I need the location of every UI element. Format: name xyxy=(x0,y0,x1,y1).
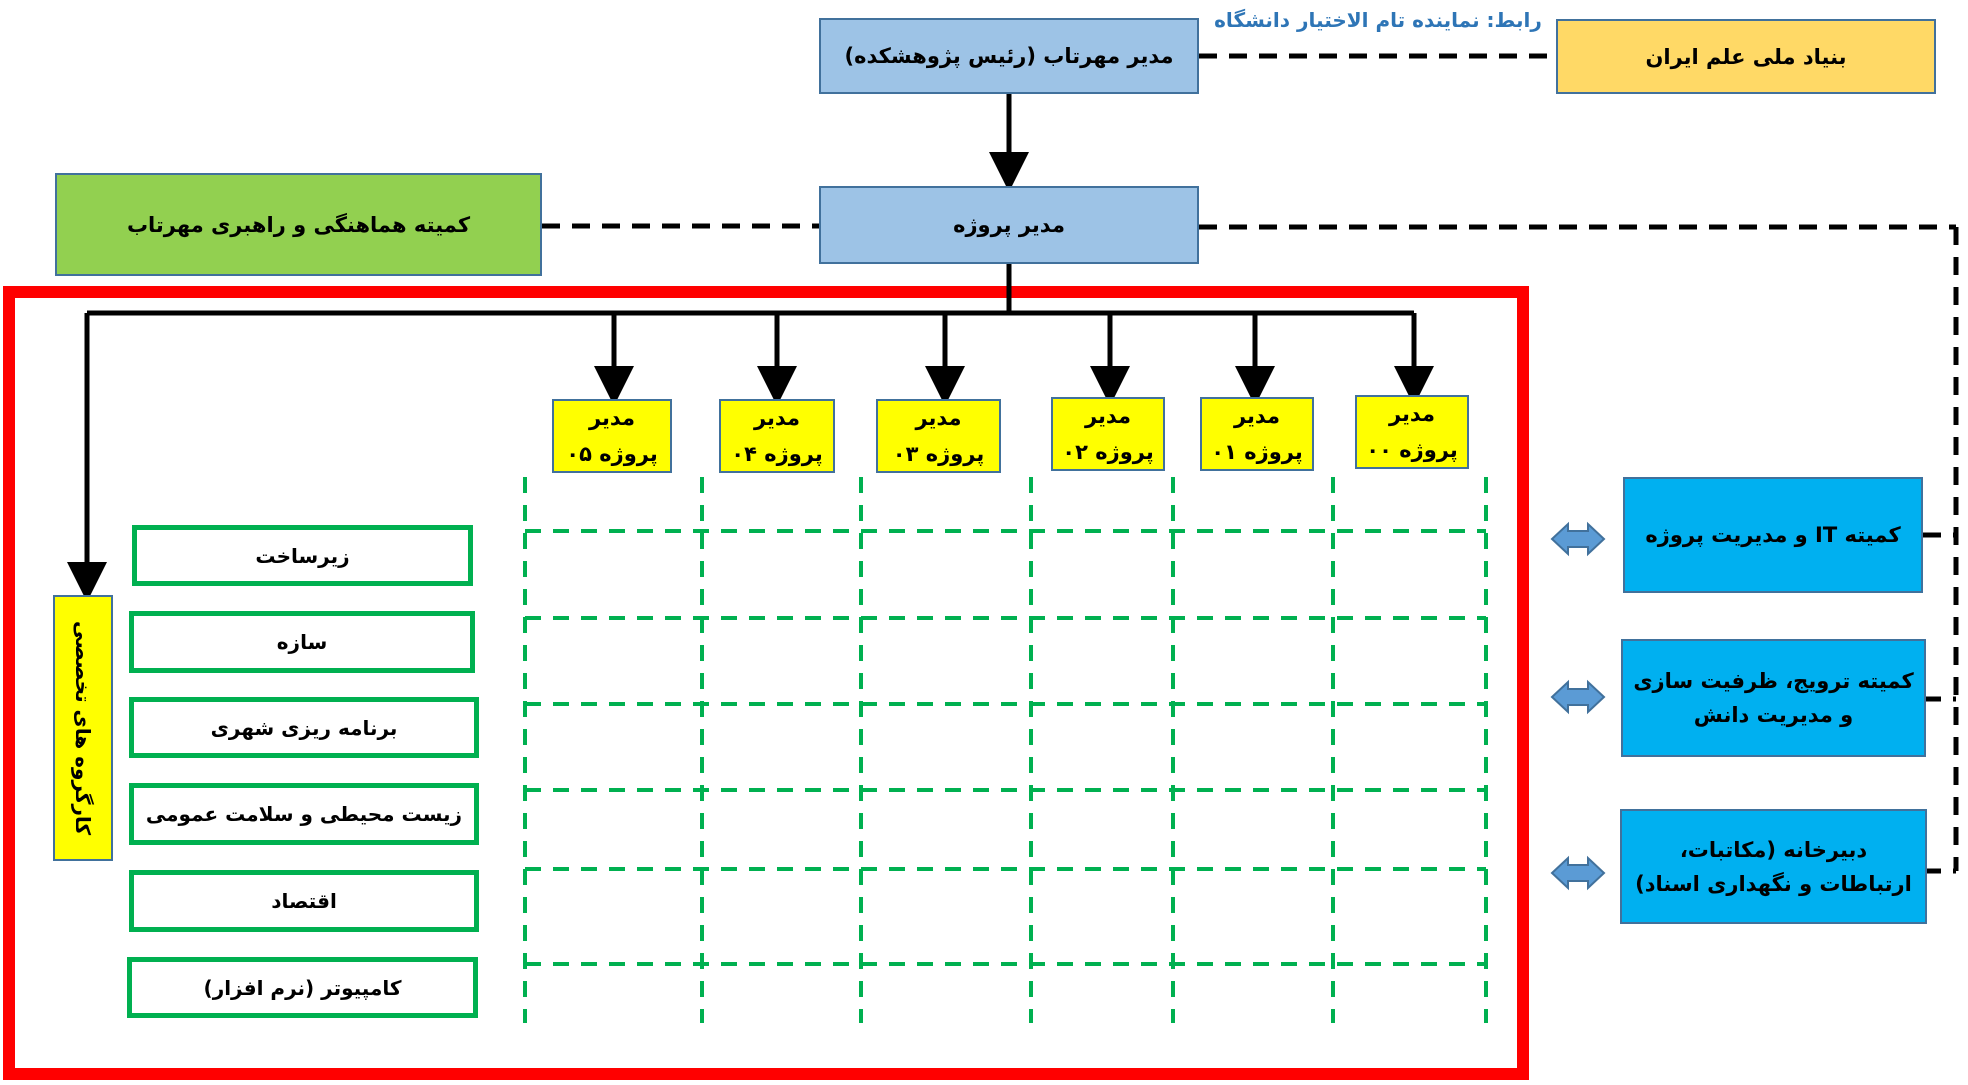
project-box-03: مدیر پروژه ۰۳ xyxy=(876,399,1001,473)
working-group-box: زیست محیطی و سلامت عمومی xyxy=(129,783,479,845)
double-arrow-icon xyxy=(1550,855,1606,891)
top-manager-label: مدیر مهرتاب (رئیس پژوهشکده) xyxy=(844,44,1174,68)
committee-label: کمیته IT و مدیریت پروژه xyxy=(1645,523,1901,547)
project-box-02: مدیر پروژه ۰۲ xyxy=(1051,397,1165,471)
working-group-box: سازه xyxy=(129,611,475,673)
project-line2: پروژه ۰۰ xyxy=(1366,438,1458,462)
project-box-00: مدیر پروژه ۰۰ xyxy=(1355,395,1469,469)
double-arrow-icon xyxy=(1550,679,1606,715)
steering-committee-label: کمیته هماهنگی و راهبری مهرتاب xyxy=(126,212,471,237)
project-line1: مدیر xyxy=(1233,404,1281,428)
working-group-label: زیست محیطی و سلامت عمومی xyxy=(145,802,463,826)
working-group-box: زیرساخت xyxy=(132,525,473,586)
liaison-label: رابط: نماینده تام الاختیار دانشگاه xyxy=(1214,8,1542,32)
project-line1: مدیر xyxy=(1084,404,1132,428)
project-line1: مدیر xyxy=(588,406,636,430)
project-line1: مدیر xyxy=(1388,402,1436,426)
working-groups-title: کارگروه های تخصصی xyxy=(71,620,95,836)
funder-box: بنیاد ملی علم ایران xyxy=(1556,19,1936,94)
project-line1: مدیر xyxy=(753,406,801,430)
working-group-label: زیرساخت xyxy=(255,543,350,568)
working-group-label: کامپیوتر (نرم افزار) xyxy=(203,975,402,1000)
project-box-01: مدیر پروژه ۰۱ xyxy=(1200,397,1314,471)
project-line2: پروژه ۰۲ xyxy=(1062,440,1154,464)
project-manager-box: مدیر پروژه xyxy=(819,186,1199,264)
project-line2: پروژه ۰۴ xyxy=(731,442,823,466)
working-group-box: برنامه ریزی شهری xyxy=(129,697,479,758)
working-group-label: سازه xyxy=(276,630,328,654)
projects-frame xyxy=(3,286,1529,1080)
project-box-05: مدیر پروژه ۰۵ xyxy=(552,399,672,473)
top-manager-box: مدیر مهرتاب (رئیس پژوهشکده) xyxy=(819,18,1199,94)
secretariat-box: دبیرخانه (مکاتبات، ارتباطات و نگهداری اس… xyxy=(1620,809,1927,924)
it-committee-box: کمیته IT و مدیریت پروژه xyxy=(1623,477,1923,593)
promotion-committee-box: کمیته ترویج، ظرفیت سازی و مدیریت دانش xyxy=(1621,639,1926,757)
committee-label: کمیته ترویج، ظرفیت سازی و مدیریت دانش xyxy=(1633,669,1914,727)
working-groups-title-box: کارگروه های تخصصی xyxy=(53,595,113,861)
double-arrow-icon xyxy=(1550,521,1606,557)
project-manager-label: مدیر پروژه xyxy=(953,213,1065,237)
project-box-04: مدیر پروژه ۰۴ xyxy=(719,399,835,473)
funder-label: بنیاد ملی علم ایران xyxy=(1645,44,1847,69)
project-line2: پروژه ۰۱ xyxy=(1211,440,1303,464)
working-group-box: اقتصاد xyxy=(129,870,479,932)
project-line2: پروژه ۰۵ xyxy=(566,442,658,466)
working-group-label: برنامه ریزی شهری xyxy=(210,715,398,740)
working-group-label: اقتصاد xyxy=(271,889,337,913)
project-line1: مدیر xyxy=(915,406,962,430)
project-line2: پروژه ۰۳ xyxy=(892,442,985,466)
committee-label: دبیرخانه (مکاتبات، ارتباطات و نگهداری اس… xyxy=(1635,837,1912,896)
working-group-box: کامپیوتر (نرم افزار) xyxy=(127,957,478,1018)
steering-committee-box: کمیته هماهنگی و راهبری مهرتاب xyxy=(55,173,542,276)
